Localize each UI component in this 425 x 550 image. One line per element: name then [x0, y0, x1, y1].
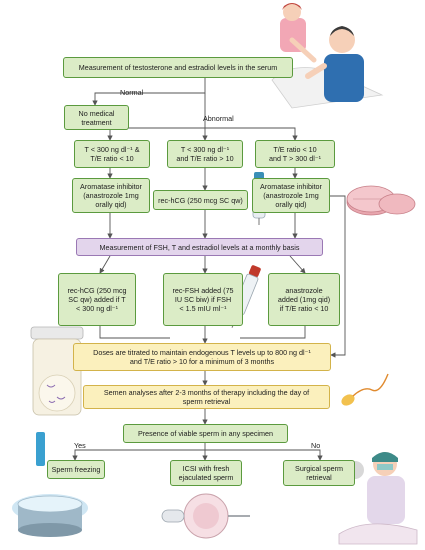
box-add-fsh: rec-FSH added (75 IU SC biw) if FSH < 1.…: [163, 273, 243, 326]
box-semen-analyses: Semen analyses after 2-3 months of thera…: [83, 385, 330, 409]
box-cond-left: T < 300 ng dl⁻¹ & T/E ratio < 10: [74, 140, 150, 168]
label-no: No: [311, 441, 321, 450]
box-no-treatment: No medical treatment: [64, 105, 129, 130]
specimen-jar-icon: [30, 326, 84, 416]
cryo-tank-icon: [12, 432, 88, 537]
box-aromatase-right: Aromatase inhibitor (anastrozole 1mg ora…: [252, 178, 330, 213]
box-surgical: Surgical sperm retrieval: [283, 460, 355, 486]
box-rec-hcg: rec-hCG (250 mcg SC qw): [153, 190, 248, 210]
box-measure-serum: Measurement of testosterone and estradio…: [63, 57, 293, 78]
box-sperm-freezing: Sperm freezing: [47, 460, 105, 479]
box-aromatase-left: Aromatase inhibitor (anastrozole 1mg ora…: [72, 178, 150, 213]
box-viable-sperm: Presence of viable sperm in any specimen: [123, 424, 288, 443]
sperm-icon: [341, 373, 389, 406]
box-cond-right: T/E ratio < 10 and T > 300 dl⁻¹: [255, 140, 335, 168]
box-doses-titrated: Doses are titrated to maintain endogenou…: [73, 343, 331, 371]
box-icsi: ICSI with fresh ejaculated sperm: [170, 460, 242, 486]
pill-tablet-icon: [346, 185, 416, 216]
doctor-patient-illustration: [271, 3, 384, 109]
label-yes: Yes: [74, 441, 86, 450]
label-normal: Normal: [120, 88, 144, 97]
surgeon-illustration: [338, 452, 418, 545]
box-add-hcg: rec-hCG (250 mcg SC qw) added if T < 300…: [58, 273, 136, 326]
box-cond-mid: T < 300 ng dl⁻¹ and T/E ratio > 10: [167, 140, 243, 168]
box-add-anastrozole: anastrozole added (1mg qid) if T/E ratio…: [268, 273, 340, 326]
icsi-illustration: [161, 493, 250, 539]
label-abnormal: Abnormal: [203, 114, 234, 123]
box-monthly-measure: Measurement of FSH, T and estradiol leve…: [76, 238, 323, 256]
